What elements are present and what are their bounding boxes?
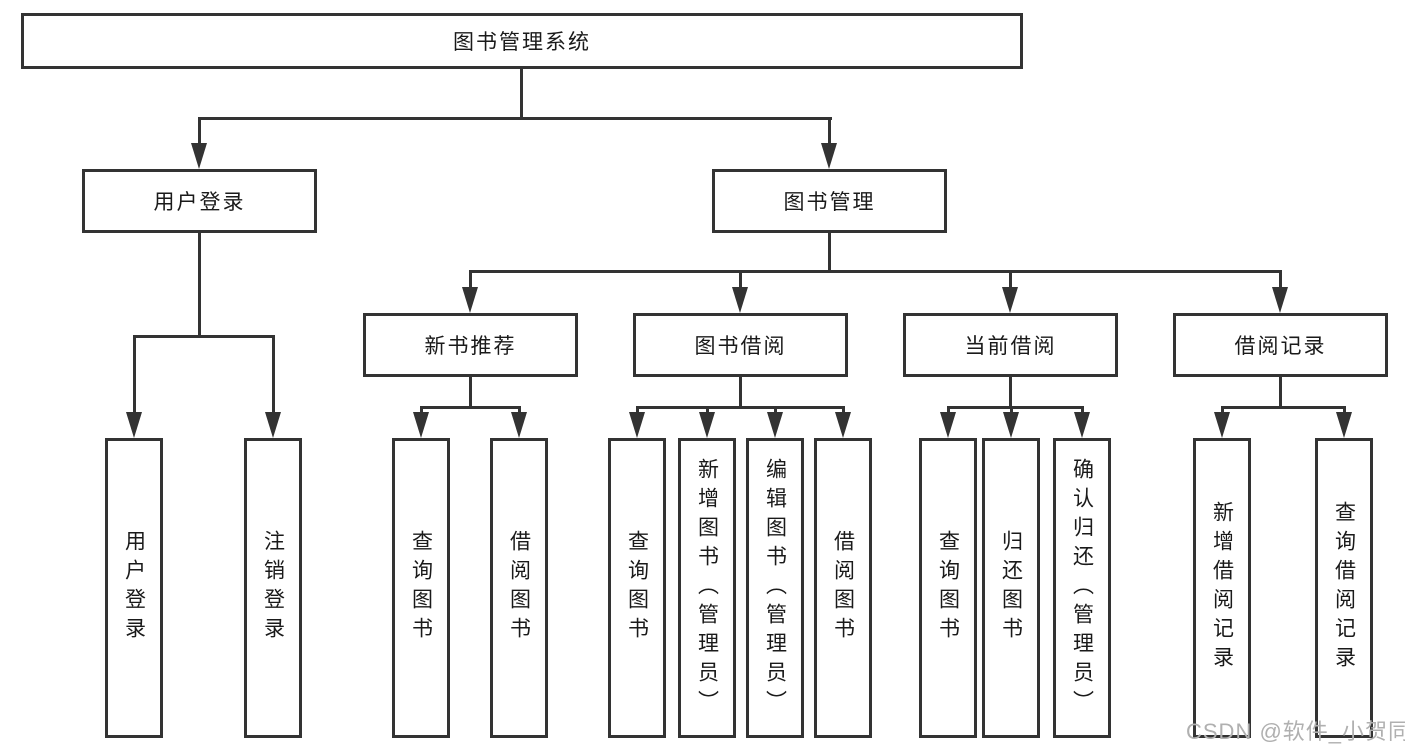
connector-stem: [198, 117, 201, 145]
node-label: 新书推荐: [424, 335, 517, 358]
node-new-book-recommendation: 新书推荐: [363, 313, 578, 377]
leaf-label: 查询图书: [625, 530, 649, 646]
node-label: 用户登录: [153, 191, 246, 214]
connector-stem: [1009, 270, 1012, 289]
connector-stem: [1221, 406, 1224, 414]
connector-group-bar: [947, 406, 1084, 409]
connector-stem: [1343, 406, 1346, 414]
node-library-management-system: 图书管理系统: [21, 13, 1023, 69]
arrowhead-icon: [732, 287, 748, 313]
arrowhead-icon: [1074, 412, 1090, 438]
connector-stem: [706, 406, 709, 414]
connector-stem: [636, 406, 639, 414]
leaf-label: 新增借阅记录: [1210, 501, 1234, 675]
leaf-add-book-admin: 新增图书（管理员）: [678, 438, 736, 738]
leaf-confirm-return-admin: 确认归还（管理员）: [1053, 438, 1111, 738]
connector-stem: [272, 335, 275, 414]
node-user-login: 用户登录: [82, 169, 317, 233]
connector-group-stem: [1009, 377, 1012, 408]
node-book-borrowing: 图书借阅: [633, 313, 848, 377]
connector-user-login-bar: [133, 335, 275, 338]
arrowhead-icon: [835, 412, 851, 438]
connector-group-stem: [469, 377, 472, 408]
leaf-label: 查询借阅记录: [1332, 501, 1356, 675]
connector-stem: [842, 406, 845, 414]
arrowhead-icon: [511, 412, 527, 438]
node-book-management: 图书管理: [712, 169, 947, 233]
leaf-label: 注销登录: [261, 530, 285, 646]
arrowhead-icon: [629, 412, 645, 438]
node-borrowing-records: 借阅记录: [1173, 313, 1388, 377]
arrowhead-icon: [821, 143, 837, 169]
arrowhead-icon: [1272, 287, 1288, 313]
connector-stem: [828, 117, 831, 145]
connector-book-mgmt-stem: [828, 232, 831, 270]
arrowhead-icon: [191, 143, 207, 169]
connector-stem: [518, 406, 521, 414]
connector-stem: [469, 270, 472, 289]
leaf-query-books-current: 查询图书: [919, 438, 977, 738]
leaf-label: 查询图书: [936, 530, 960, 646]
connector-root-stem: [520, 69, 523, 117]
csdn-watermark: CSDN @软件_小贺同学: [1186, 719, 1405, 744]
leaf-label: 新增图书（管理员）: [695, 457, 719, 719]
leaf-add-borrow-record: 新增借阅记录: [1193, 438, 1251, 738]
arrowhead-icon: [1336, 412, 1352, 438]
connector-stem: [774, 406, 777, 414]
leaf-label: 借阅图书: [831, 530, 855, 646]
leaf-user-login: 用户登录: [105, 438, 163, 738]
arrowhead-icon: [413, 412, 429, 438]
node-label: 借阅记录: [1234, 335, 1327, 358]
arrowhead-icon: [940, 412, 956, 438]
arrowhead-icon: [1214, 412, 1230, 438]
leaf-logout: 注销登录: [244, 438, 302, 738]
arrowhead-icon: [1002, 287, 1018, 313]
leaf-query-books-borrow: 查询图书: [608, 438, 666, 738]
leaf-label: 查询图书: [409, 530, 433, 646]
connector-user-login-stem: [198, 233, 201, 335]
node-label: 图书管理系统: [453, 31, 591, 54]
connector-group-bar: [420, 406, 521, 409]
leaf-label: 编辑图书（管理员）: [763, 457, 787, 719]
connector-stem: [420, 406, 423, 414]
connector-group-stem: [739, 377, 742, 408]
connector-stem: [947, 406, 950, 414]
leaf-label: 用户登录: [122, 530, 146, 646]
node-label: 当前借阅: [964, 335, 1057, 358]
node-label: 图书借阅: [694, 335, 787, 358]
connector-group-bar: [636, 406, 845, 409]
arrowhead-icon: [265, 412, 281, 438]
connector-stem: [739, 270, 742, 289]
connector-stem: [1279, 270, 1282, 289]
leaf-query-borrow-record: 查询借阅记录: [1315, 438, 1373, 738]
arrowhead-icon: [767, 412, 783, 438]
arrowhead-icon: [126, 412, 142, 438]
connector-level3-bar: [469, 270, 1282, 273]
leaf-label: 借阅图书: [507, 530, 531, 646]
arrowhead-icon: [1003, 412, 1019, 438]
leaf-label: 归还图书: [999, 530, 1023, 646]
leaf-label: 确认归还（管理员）: [1070, 457, 1094, 719]
leaf-return-books: 归还图书: [982, 438, 1040, 738]
connector-stem: [133, 335, 136, 414]
connector-stem: [1081, 406, 1084, 414]
node-current-borrowing: 当前借阅: [903, 313, 1118, 377]
node-label: 图书管理: [783, 191, 876, 214]
leaf-borrow-books-recommend: 借阅图书: [490, 438, 548, 738]
connector-group-stem: [1279, 377, 1282, 408]
arrowhead-icon: [699, 412, 715, 438]
leaf-query-books-recommend: 查询图书: [392, 438, 450, 738]
connector-level2-bar: [198, 117, 832, 120]
connector-group-bar: [1221, 406, 1346, 409]
leaf-borrow-books: 借阅图书: [814, 438, 872, 738]
arrowhead-icon: [462, 287, 478, 313]
connector-stem: [1010, 406, 1013, 414]
leaf-edit-book-admin: 编辑图书（管理员）: [746, 438, 804, 738]
